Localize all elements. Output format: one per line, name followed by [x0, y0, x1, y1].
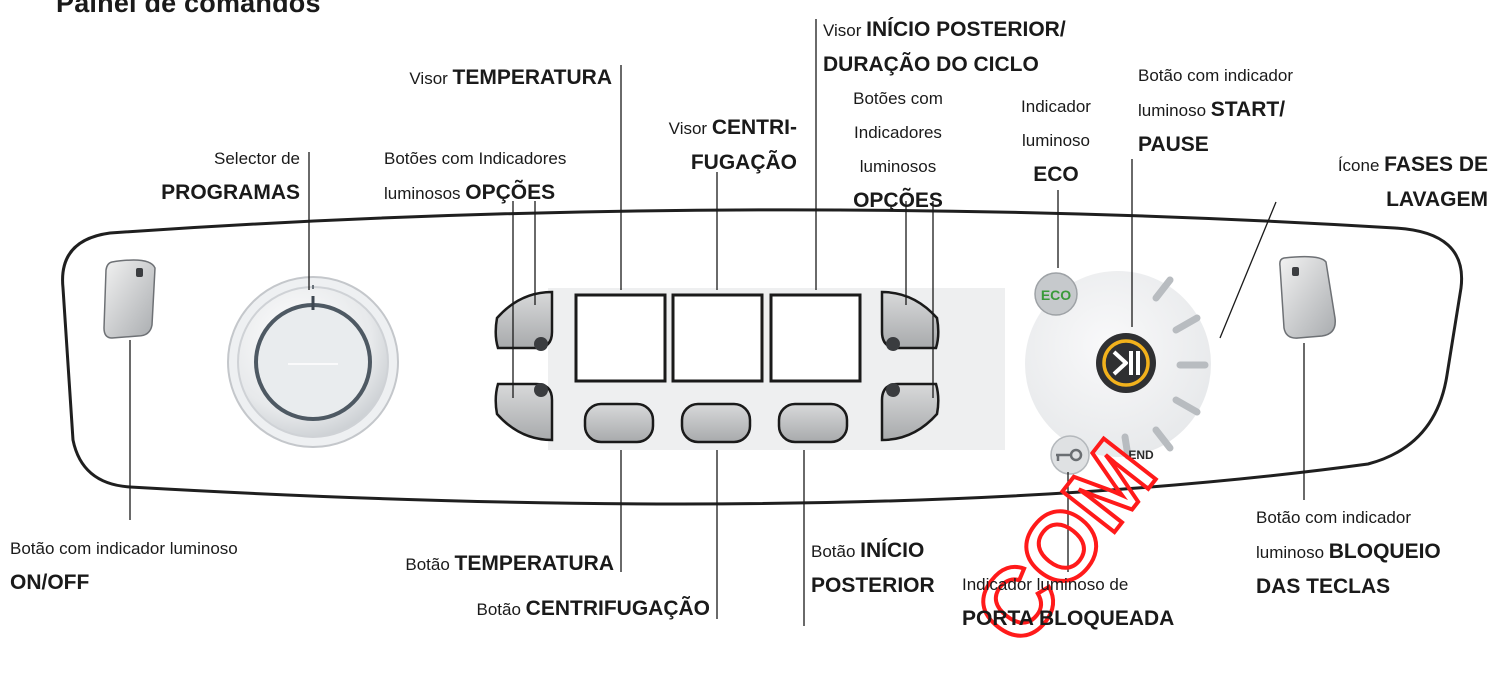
start-pause-button — [1096, 333, 1156, 393]
label-temperature-display: Visor TEMPERATURA — [409, 66, 612, 89]
control-panel-diagram: ECO END — [61, 19, 1464, 626]
label-on-off: Botão com indicador luminoso ON/OFF — [10, 539, 238, 594]
eco-indicator: ECO — [1034, 272, 1078, 316]
on-off-led — [136, 268, 143, 277]
label-temperature-button: Botão TEMPERATURA — [405, 552, 614, 575]
label-right-options: Botões com Indicadores luminosos OPÇÕES — [853, 89, 943, 212]
right-option-buttons — [880, 290, 940, 442]
end-icon-text: END — [1128, 448, 1154, 462]
delay-display — [769, 293, 862, 383]
eco-icon-text: ECO — [1041, 287, 1071, 303]
spin-button — [680, 402, 752, 444]
temperature-display — [574, 293, 667, 383]
label-wash-phases: Ícone FASES DE LAVAGEM — [1337, 153, 1488, 211]
label-key-lock: Botão com indicador luminoso BLOQUEIO DA… — [1256, 508, 1441, 598]
on-off-key — [103, 259, 156, 339]
program-selector-knob — [227, 276, 399, 448]
label-spin-button: Botão CENTRIFUGAÇÃO — [476, 597, 710, 620]
delay-start-button — [777, 402, 849, 444]
wash-phases-icon — [1121, 276, 1209, 460]
temperature-button — [583, 402, 655, 444]
label-delay-start-button: Botão INÍCIO POSTERIOR — [811, 539, 935, 597]
left-option-buttons — [494, 290, 554, 442]
key-lock-led — [1292, 267, 1299, 276]
page-title: Painel de comandos — [56, 0, 321, 18]
label-program-selector: Selector de PROGRAMAS — [161, 149, 300, 204]
label-spin-display: Visor CENTRI- FUGAÇÃO — [668, 116, 797, 174]
label-door-lock: Indicador luminoso de PORTA BLOQUEADA — [962, 575, 1175, 630]
label-eco: Indicador luminoso ECO — [1021, 97, 1091, 186]
leader-lines — [129, 19, 1305, 626]
label-start-pause: Botão com indicador luminoso START/ PAUS… — [1138, 66, 1293, 156]
label-delay-display: Visor INÍCIO POSTERIOR/ DURAÇÃO DO CICLO — [823, 18, 1066, 76]
key-lock-key — [1279, 255, 1336, 339]
spin-display — [671, 293, 764, 383]
label-left-options: Botões com Indicadores luminosos OPÇÕES — [384, 149, 567, 204]
door-lock-indicator — [1050, 435, 1090, 475]
